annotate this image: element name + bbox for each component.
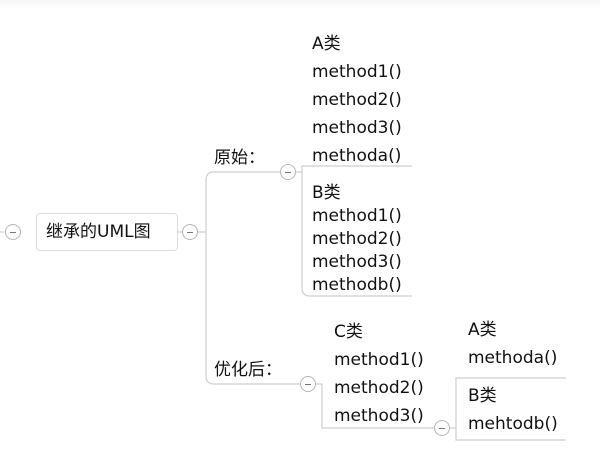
left-collapse-button[interactable] — [5, 224, 21, 240]
class-a-method-2: method2() — [312, 90, 402, 110]
class-c-method-1: method1() — [334, 350, 424, 370]
class-a-title: A类 — [312, 34, 341, 54]
class-c-title: C类 — [334, 322, 363, 342]
class-a-method-1: method1() — [312, 62, 402, 82]
root-branch-bracket — [198, 171, 302, 385]
class-c-method-3: method3() — [334, 406, 424, 426]
optimized-sub-split — [448, 377, 566, 441]
class-c-collapse-button[interactable] — [434, 420, 450, 436]
sub-b-node[interactable]: B类 mehtodb() — [468, 382, 558, 438]
optimized-split — [312, 383, 444, 429]
optimized-collapse-button[interactable] — [300, 376, 316, 392]
sub-a-title: A类 — [468, 320, 497, 340]
sub-b-method-1: mehtodb() — [468, 414, 558, 434]
original-collapse-button[interactable] — [280, 164, 296, 180]
sub-b-title: B类 — [468, 386, 497, 406]
class-c-method-2: method2() — [334, 378, 424, 398]
root-node-box[interactable] — [36, 213, 178, 251]
class-b-method-3: method3() — [312, 252, 402, 272]
class-a-method-4: methoda() — [312, 146, 402, 166]
class-a-method-3: method3() — [312, 118, 402, 138]
root-node-label: 继承的UML图 — [46, 222, 151, 242]
branch-optimized-label[interactable]: 优化后： — [214, 360, 282, 380]
branch-original-label[interactable]: 原始： — [214, 148, 265, 168]
original-split — [296, 165, 412, 297]
canvas-top-edge — [0, 0, 600, 10]
sub-a-node[interactable]: A类 methoda() — [468, 316, 557, 372]
class-a-node[interactable]: A类 method1() method2() method3() methoda… — [312, 30, 402, 170]
root-collapse-button[interactable] — [182, 224, 198, 240]
class-c-node[interactable]: C类 method1() method2() method3() — [334, 318, 424, 430]
sub-a-method-1: methoda() — [468, 348, 558, 368]
class-b-title: B类 — [312, 183, 341, 203]
class-b-method-4: methodb() — [312, 275, 402, 295]
class-b-method-1: method1() — [312, 206, 402, 226]
class-b-method-2: method2() — [312, 229, 402, 249]
class-b-node[interactable]: B类 method1() method2() method3() methodb… — [312, 182, 402, 297]
